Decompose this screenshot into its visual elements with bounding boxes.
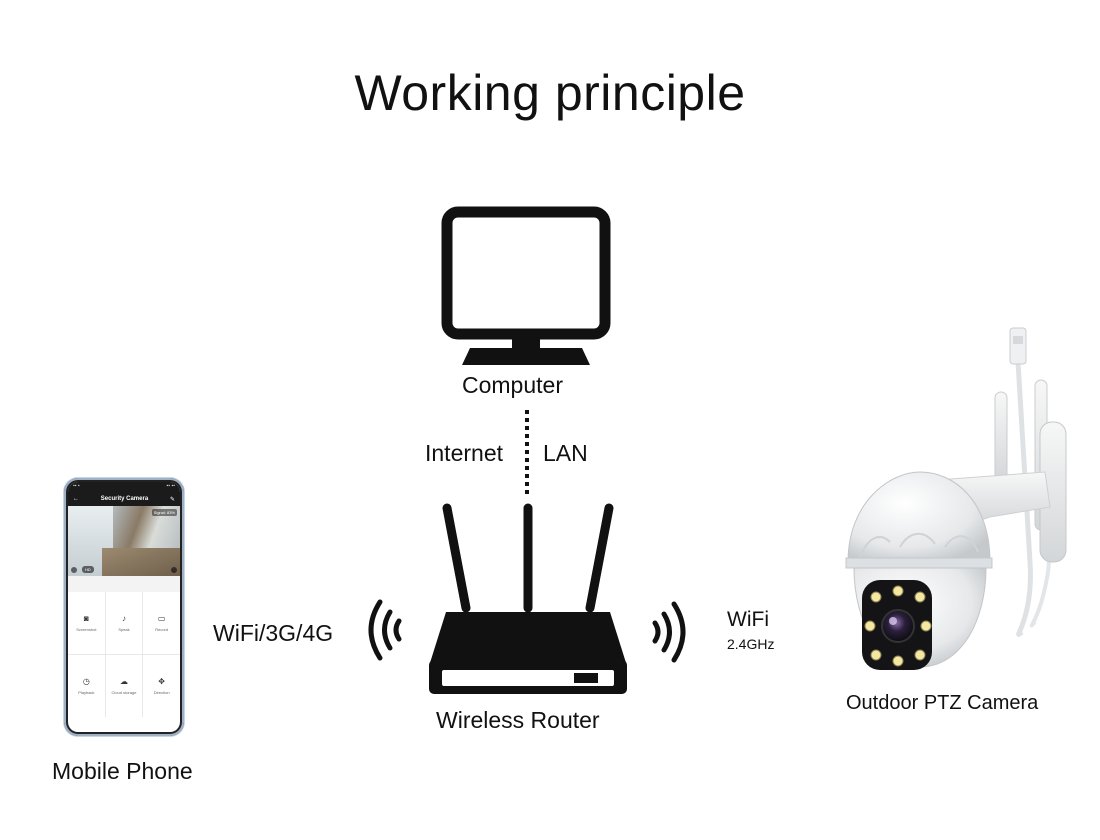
computer-icon	[441, 206, 611, 365]
internet-label: Internet	[425, 440, 503, 466]
control-grid: ◙ Screenshot ♪ Speak ▭ Record ◷ Playback…	[68, 592, 180, 717]
ptz-camera-image	[845, 327, 1067, 670]
app-header: ← Security Camera ✎	[68, 492, 180, 506]
quality-badge[interactable]: HD	[82, 566, 94, 573]
volume-icon[interactable]	[71, 567, 77, 573]
direction-icon: ✥	[158, 677, 165, 686]
record-button[interactable]: ▭ Record	[143, 592, 180, 654]
microphone-icon: ♪	[121, 614, 126, 623]
camera-link-label: WiFi	[727, 608, 769, 631]
video-icon: ▭	[157, 614, 166, 623]
app-header-title: Security Camera	[100, 496, 149, 502]
internet-lan-link	[525, 410, 529, 494]
phone-status-bar: ▪▪ ▪▪▪ ▪▪	[68, 482, 180, 492]
phone-label: Mobile Phone	[52, 758, 193, 784]
live-video[interactable]: Signal: 83% HD	[68, 506, 180, 576]
phone-link-label: WiFi/3G/4G	[213, 620, 334, 646]
playback-icon: ◷	[82, 677, 90, 686]
playback-button[interactable]: ◷ Playback	[68, 655, 105, 717]
direction-button[interactable]: ✥ Direction	[143, 655, 180, 717]
phone-screen: ▪▪ ▪▪▪ ▪▪ ← Security Camera ✎ Signal: 83…	[68, 482, 180, 732]
router-icon	[429, 503, 627, 694]
mobile-phone: ▪▪ ▪▪▪ ▪▪ ← Security Camera ✎ Signal: 83…	[64, 478, 184, 736]
screenshot-button[interactable]: ◙ Screenshot	[68, 592, 105, 654]
cloud-storage-button[interactable]: ☁ Cloud storage	[105, 655, 143, 717]
back-icon[interactable]: ←	[73, 496, 79, 502]
camera-label: Outdoor PTZ Camera	[846, 692, 1039, 714]
camera-icon: ◙	[83, 614, 89, 623]
router-label: Wireless Router	[436, 707, 600, 733]
signal-badge: Signal: 83%	[151, 509, 177, 516]
cloud-icon: ☁	[119, 677, 128, 686]
lan-label: LAN	[543, 440, 588, 466]
diagram-title: Working principle	[354, 65, 746, 121]
signal-waves-left-icon	[368, 599, 402, 661]
signal-waves-right-icon	[652, 601, 686, 663]
fullscreen-icon[interactable]	[171, 567, 177, 573]
speak-button[interactable]: ♪ Speak	[105, 592, 143, 654]
edit-icon[interactable]: ✎	[169, 496, 175, 503]
computer-label: Computer	[462, 372, 563, 398]
camera-freq-label: 2.4GHz	[727, 636, 775, 652]
